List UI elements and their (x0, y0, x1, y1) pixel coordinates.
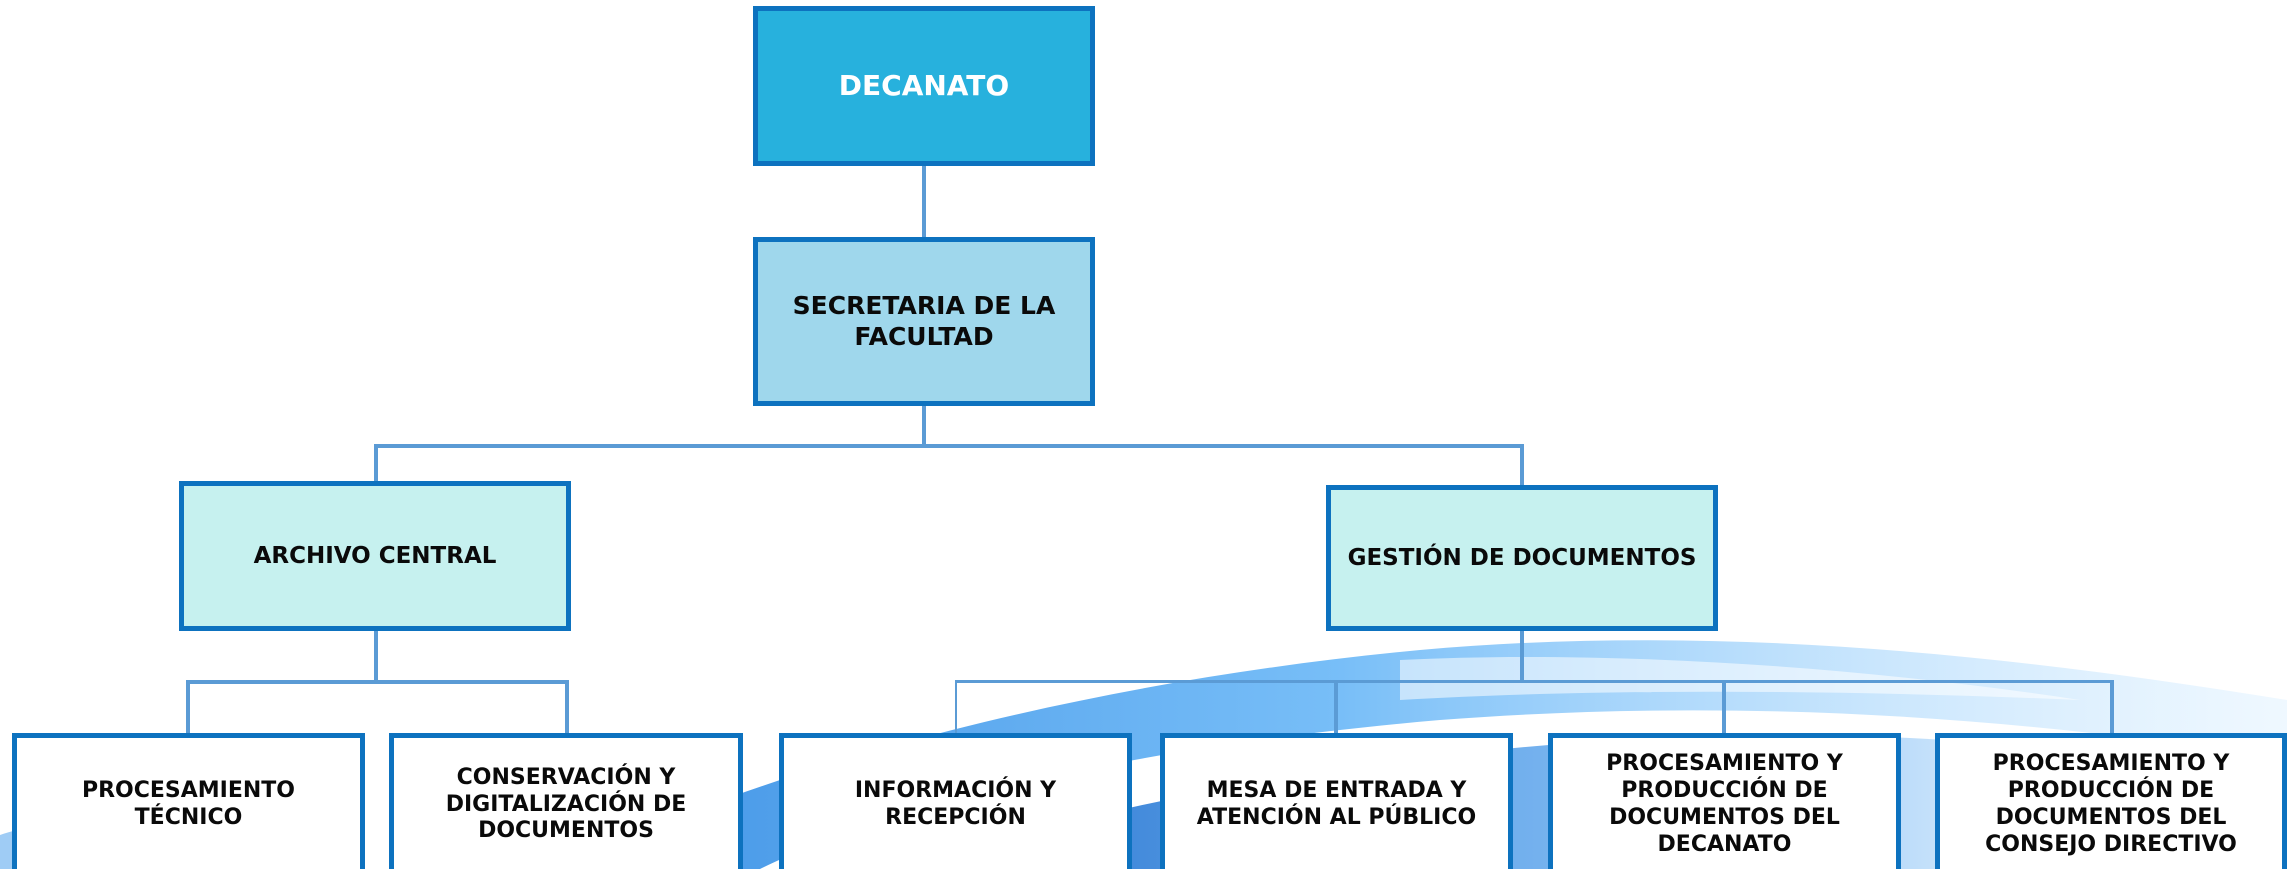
produccion-decanato-box: PROCESAMIENTO Y PRODUCCIÓN DE DOCUMENTOS… (1548, 733, 1901, 869)
archivo-central-label: ARCHIVO CENTRAL (253, 542, 497, 569)
connector-to-archivo-central (374, 444, 378, 483)
conservacion-digitalizacion-label: CONSERVACIÓN Y DIGITALIZACIÓN DE DOCUMEN… (445, 764, 687, 844)
connector-to-informacion (955, 680, 957, 735)
connector-secretaria-down (922, 403, 926, 446)
decanato-box: DECANATO (753, 6, 1095, 166)
connector-to-produccion-consejo (2110, 680, 2114, 735)
connector-to-produccion-decanato (1722, 680, 1726, 735)
connector-gestion-down (1520, 627, 1524, 682)
procesamiento-tecnico-label: PROCESAMIENTO TÉCNICO (81, 778, 296, 830)
informacion-recepcion-box: INFORMACIÓN Y RECEPCIÓN (779, 733, 1132, 869)
secretaria-box: SECRETARIA DE LA FACULTAD (753, 237, 1095, 406)
produccion-consejo-label: PROCESAMIENTO Y PRODUCCIÓN DE DOCUMENTOS… (1985, 751, 2237, 857)
mesa-entrada-box: MESA DE ENTRADA Y ATENCIÓN AL PÚBLICO (1160, 733, 1513, 869)
mesa-entrada-label: MESA DE ENTRADA Y ATENCIÓN AL PÚBLICO (1196, 778, 1477, 830)
conservacion-digitalizacion-box: CONSERVACIÓN Y DIGITALIZACIÓN DE DOCUMEN… (389, 733, 743, 869)
connector-to-mesa-entrada (1334, 680, 1338, 735)
secretaria-label: SECRETARIA DE LA FACULTAD (792, 291, 1056, 351)
decanato-label: DECANATO (838, 68, 1010, 102)
informacion-recepcion-label: INFORMACIÓN Y RECEPCIÓN (854, 778, 1057, 830)
gestion-documentos-box: GESTIÓN DE DOCUMENTOS (1326, 485, 1718, 631)
connector-to-procesamiento-tecnico (186, 680, 190, 735)
connector-level2-horizontal (374, 444, 1524, 448)
connector-decanato-secretaria (922, 164, 926, 238)
gestion-documentos-label: GESTIÓN DE DOCUMENTOS (1347, 544, 1697, 571)
connector-gestion-horizontal (955, 680, 2114, 683)
archivo-central-box: ARCHIVO CENTRAL (179, 481, 571, 631)
produccion-consejo-box: PROCESAMIENTO Y PRODUCCIÓN DE DOCUMENTOS… (1935, 733, 2287, 869)
procesamiento-tecnico-box: PROCESAMIENTO TÉCNICO (12, 733, 365, 869)
produccion-decanato-label: PROCESAMIENTO Y PRODUCCIÓN DE DOCUMENTOS… (1606, 751, 1843, 857)
connector-archivo-horizontal (186, 680, 569, 684)
connector-archivo-down (374, 627, 378, 682)
connector-to-conservacion (565, 680, 569, 735)
connector-to-gestion-documentos (1520, 444, 1524, 486)
